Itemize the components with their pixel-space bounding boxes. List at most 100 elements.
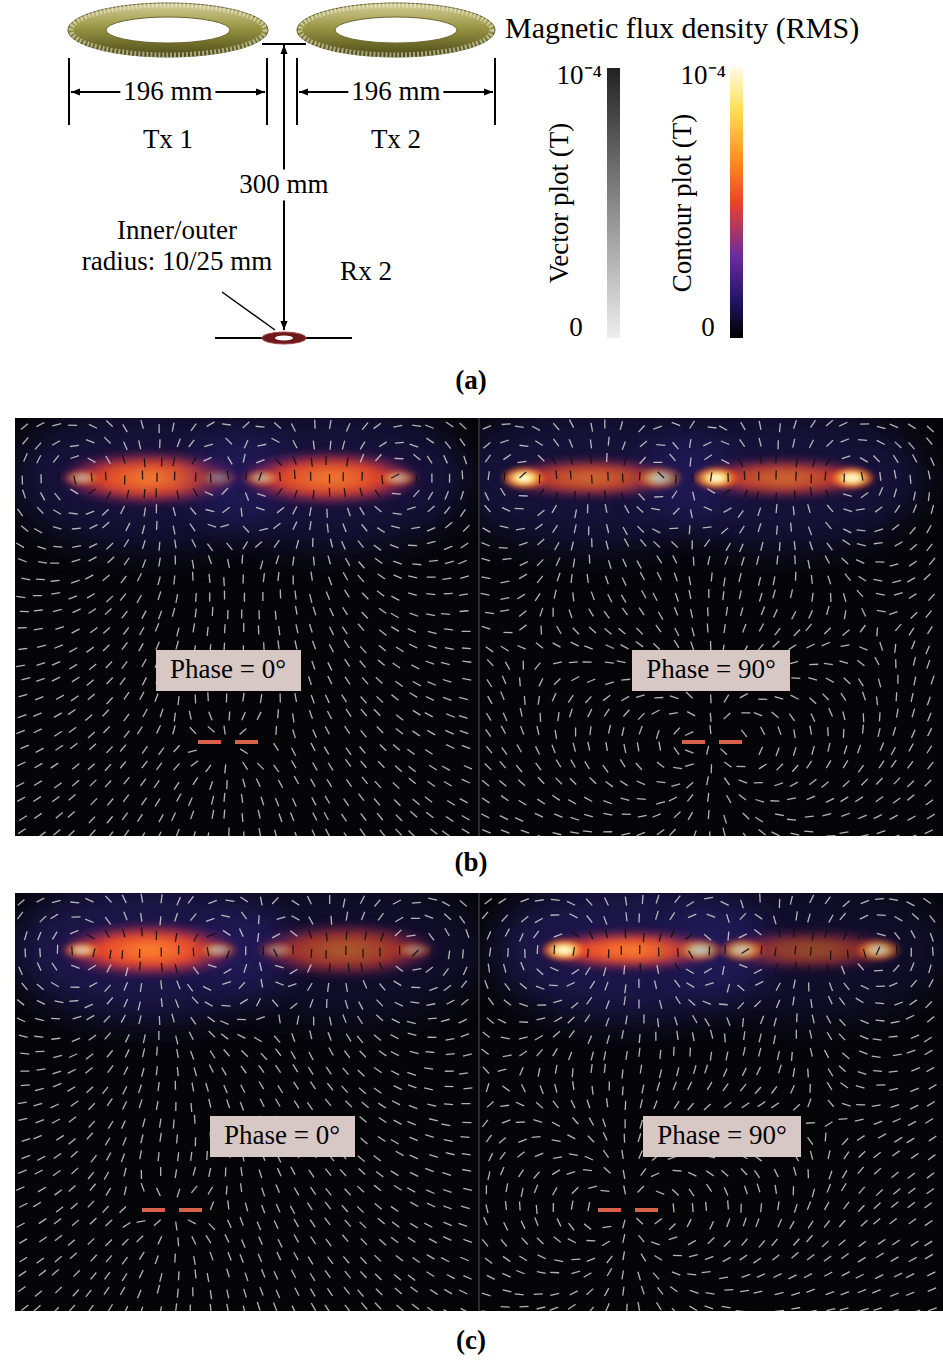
- field-vector: [462, 1122, 471, 1124]
- field-vector: [741, 422, 746, 430]
- field-vector: [539, 474, 541, 483]
- field-vector: [858, 439, 867, 441]
- field-vector: [425, 1051, 434, 1053]
- field-vector: [442, 831, 449, 836]
- field-vector: [710, 694, 712, 703]
- field-vector: [190, 914, 196, 921]
- field-vector: [637, 526, 643, 532]
- field-vector: [361, 1138, 368, 1144]
- field-vector: [89, 1035, 96, 1040]
- field-vector: [412, 731, 419, 736]
- field-vector: [642, 590, 646, 598]
- field-vector: [839, 422, 847, 426]
- field-vector: [519, 495, 528, 497]
- rx-coil-section: [719, 740, 742, 744]
- field-vector: [275, 982, 283, 985]
- field-vector: [161, 458, 163, 467]
- field-vector: [739, 590, 741, 599]
- field-vector: [155, 489, 156, 498]
- field-vector: [520, 472, 527, 478]
- field-vector: [374, 1255, 381, 1261]
- field-vector: [327, 779, 332, 787]
- field-vector: [926, 646, 929, 654]
- field-vector: [89, 424, 97, 428]
- field-vector: [307, 964, 311, 972]
- field-vector: [310, 1082, 315, 1089]
- field-vector: [208, 574, 210, 583]
- field-vector: [261, 979, 263, 988]
- field-vector: [54, 645, 62, 648]
- field-vector: [240, 999, 248, 1004]
- field-vector: [426, 967, 433, 972]
- field-vector: [811, 714, 815, 722]
- field-vector: [34, 813, 41, 818]
- field-vector: [926, 800, 933, 805]
- field-vector: [227, 610, 229, 619]
- field-vector: [856, 509, 865, 510]
- field-vector: [106, 1240, 112, 1246]
- field-vector: [189, 440, 194, 447]
- field-vector: [362, 612, 368, 619]
- field-vector: [158, 1082, 159, 1091]
- field-vector: [343, 524, 346, 532]
- field-vector: [374, 709, 380, 715]
- field-vector: [778, 726, 781, 734]
- field-vector: [16, 543, 24, 548]
- field-vector: [155, 623, 158, 631]
- field-vector: [33, 1202, 41, 1207]
- field-vector: [653, 643, 660, 649]
- field-vector: [589, 726, 591, 735]
- field-vector: [810, 541, 813, 550]
- field-vector: [843, 529, 851, 533]
- field-vector: [686, 782, 693, 788]
- field-vector: [359, 1169, 366, 1175]
- field-vector: [176, 594, 178, 603]
- field-vector: [243, 542, 248, 550]
- field-vector: [122, 1257, 127, 1264]
- field-vector: [573, 592, 574, 601]
- field-vector: [482, 830, 490, 833]
- field-vector: [890, 564, 899, 566]
- field-vector: [176, 829, 179, 836]
- field-vector: [157, 1152, 159, 1161]
- field-vector: [410, 613, 418, 616]
- field-vector: [723, 591, 724, 600]
- field-vector: [23, 437, 29, 444]
- field-vector: [156, 763, 161, 770]
- field-vector: [21, 678, 30, 680]
- field-vector: [272, 934, 280, 938]
- field-vector: [775, 470, 777, 479]
- field-vector: [358, 575, 364, 582]
- field-vector: [19, 967, 23, 975]
- field-vector: [105, 1272, 110, 1279]
- field-vector: [54, 1218, 61, 1223]
- field-vector: [362, 524, 368, 531]
- field-vector: [54, 783, 61, 788]
- field-vector: [843, 711, 845, 720]
- field-vector: [54, 1153, 61, 1158]
- field-vector: [241, 1066, 246, 1073]
- field-vector: [540, 625, 542, 634]
- field-vector: [55, 493, 61, 500]
- field-vector: [810, 487, 811, 496]
- field-vector: [240, 1254, 243, 1262]
- field-vector: [444, 546, 452, 550]
- field-vector: [890, 424, 898, 428]
- field-vector: [462, 647, 471, 649]
- field-vector: [212, 607, 214, 616]
- field-vector: [241, 1051, 248, 1057]
- field-vector: [326, 1067, 331, 1074]
- field-vector: [412, 969, 421, 971]
- field-vector: [412, 1258, 419, 1263]
- field-vector: [107, 677, 113, 684]
- field-vector: [741, 607, 743, 616]
- field-vector: [759, 764, 767, 769]
- dimension-bar: [266, 58, 268, 125]
- field-vector: [654, 697, 663, 699]
- field-vector: [603, 813, 612, 815]
- field-vector: [636, 642, 643, 647]
- field-vector: [379, 645, 386, 651]
- rx-coil-section: [198, 740, 221, 744]
- field-vector: [362, 777, 368, 784]
- field-vector: [621, 595, 626, 603]
